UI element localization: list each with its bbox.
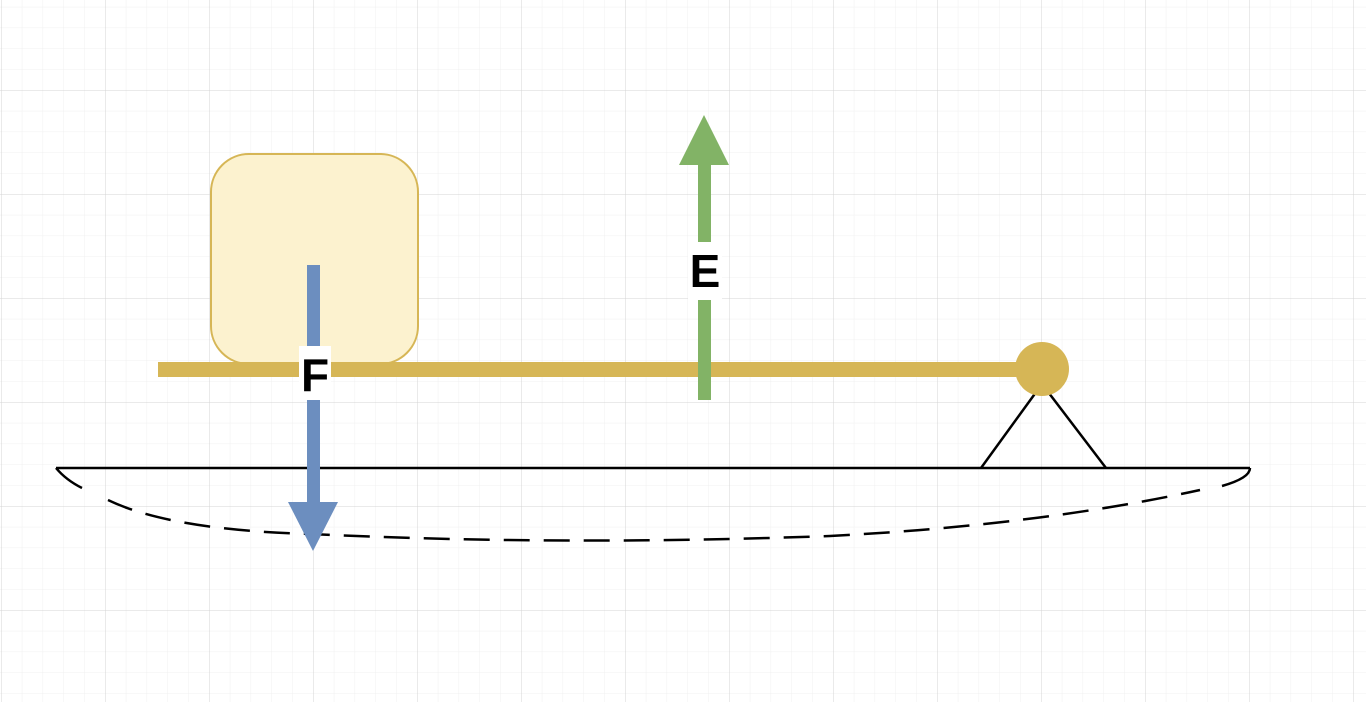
force-label-f-group: F — [299, 346, 331, 401]
force-label-e-background — [688, 242, 722, 300]
lever-beam — [158, 362, 1044, 377]
force-label-e: E — [690, 245, 721, 297]
force-arrow-down-head — [288, 502, 338, 551]
force-label-f: F — [301, 349, 329, 401]
force-arrow-up-head — [679, 115, 729, 165]
force-label-f-background — [299, 346, 331, 400]
force-label-e-group: E — [688, 242, 722, 300]
pivot-circle — [1015, 342, 1069, 396]
deflection-dashed-curve — [107, 488, 1201, 542]
ground-line — [55, 466, 1252, 490]
